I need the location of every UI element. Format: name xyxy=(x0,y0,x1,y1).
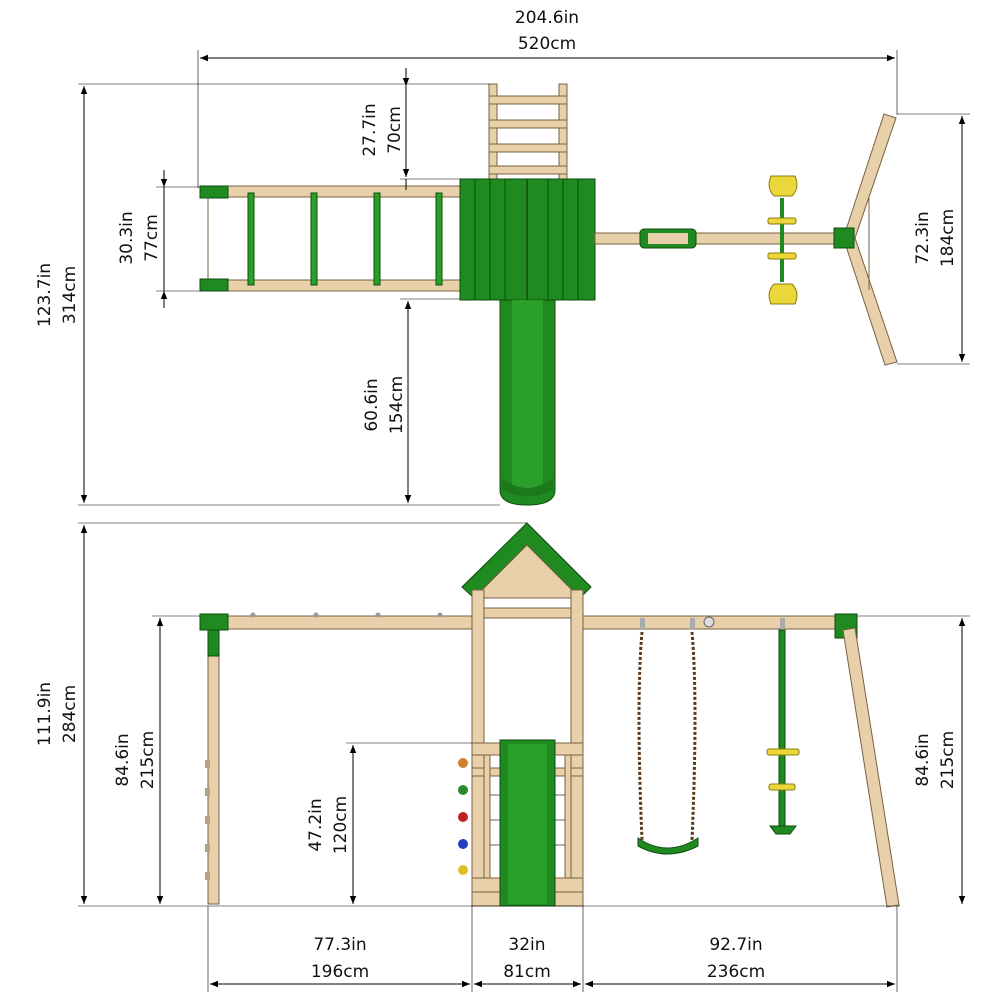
dim-beam-height-left: 84.6in 215cm xyxy=(113,615,200,904)
swing-length-in-label: 92.7in xyxy=(709,935,762,955)
slide-top-view xyxy=(499,299,556,506)
ladder-depth-cm-label: 70cm xyxy=(385,106,405,154)
top-depth-in-label: 123.7in xyxy=(35,263,55,327)
total-height-in-label: 111.9in xyxy=(35,682,55,746)
beam-height-right-cm-label: 215cm xyxy=(938,731,958,789)
ladder-depth-in-label: 27.7in xyxy=(360,103,380,156)
monkey-bar-length-cm-label: 196cm xyxy=(311,962,369,982)
dim-platform-height: 47.2in 120cm xyxy=(306,742,472,904)
dim-a-frame-width: 72.3in 184cm xyxy=(897,113,970,365)
top-view: 204.6in 520cm 123.7in 314cm 27.7in 70cm xyxy=(35,8,970,506)
monkey-bar-width-in-label: 30.3in xyxy=(117,211,137,264)
front-view: 111.9in 284cm 84.6in 215cm 47.2in 120cm … xyxy=(35,522,970,992)
monkey-bar-width-cm-label: 77cm xyxy=(142,214,162,262)
swing-beam-front-view xyxy=(582,613,900,908)
dim-monkey-bar-width: 30.3in 77cm xyxy=(117,170,200,308)
beam-height-right-in-label: 84.6in xyxy=(913,733,933,786)
monkey-bars-top-view xyxy=(199,185,463,292)
platform-height-in-label: 47.2in xyxy=(306,798,326,851)
dim-total-height: 111.9in 284cm xyxy=(35,522,900,907)
dim-ladder-depth: 27.7in 70cm xyxy=(360,68,460,190)
a-frame-width-in-label: 72.3in xyxy=(913,211,933,264)
beam-height-left-in-label: 84.6in xyxy=(113,733,133,786)
top-width-cm-label: 520cm xyxy=(518,34,576,54)
top-width-in-label: 204.6in xyxy=(515,8,579,28)
tower-width-cm-label: 81cm xyxy=(503,962,551,982)
a-frame-width-cm-label: 184cm xyxy=(938,209,958,267)
slide-length-in-label: 60.6in xyxy=(362,378,382,431)
platform-roof-top-view xyxy=(459,178,596,301)
a-frame-top-view xyxy=(833,113,898,366)
beam-height-left-cm-label: 215cm xyxy=(138,731,158,789)
dim-top-width: 204.6in 520cm xyxy=(197,8,898,188)
monkey-bar-length-in-label: 77.3in xyxy=(313,935,366,955)
swing-seat-front-view xyxy=(637,618,699,855)
top-depth-cm-label: 314cm xyxy=(60,266,80,324)
total-height-cm-label: 284cm xyxy=(60,685,80,743)
dim-bottom-widths: 77.3in 196cm 32in 81cm 92.7in 236cm xyxy=(207,906,898,992)
dim-slide-length: 60.6in 154cm xyxy=(362,298,460,503)
platform-height-cm-label: 120cm xyxy=(331,796,351,854)
tower-width-in-label: 32in xyxy=(508,935,545,955)
tower-front-view xyxy=(458,522,592,907)
monkey-bars-front-view xyxy=(199,612,473,905)
glider-top-view xyxy=(767,175,798,305)
slide-length-cm-label: 154cm xyxy=(387,376,407,434)
dim-beam-height-right: 84.6in 215cm xyxy=(857,615,970,904)
ladder-top-view xyxy=(488,83,568,181)
glider-front-view xyxy=(766,618,800,835)
dim-top-depth: 123.7in 314cm xyxy=(35,83,500,506)
swing-beam-top-view xyxy=(594,228,836,249)
swing-length-cm-label: 236cm xyxy=(707,962,765,982)
